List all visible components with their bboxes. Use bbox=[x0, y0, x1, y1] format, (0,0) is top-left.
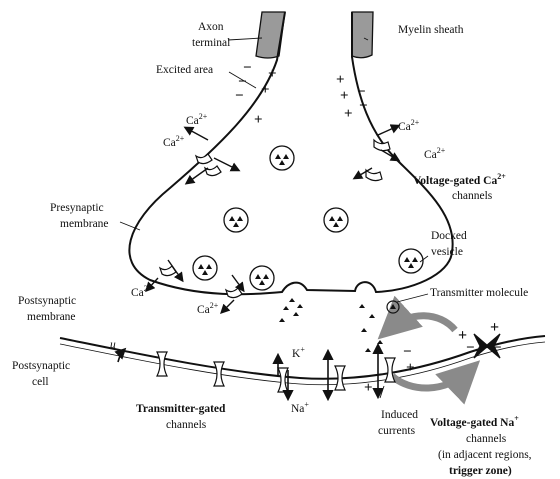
label-ca: Ca2+ bbox=[197, 301, 219, 316]
charges: + + + − − − + + + − − + + − + + − − bbox=[235, 60, 502, 396]
svg-text:−: − bbox=[466, 340, 475, 356]
label-terminal: terminal bbox=[192, 37, 230, 49]
label-voltage-gated-ca-channels: channels bbox=[452, 190, 493, 202]
label-docked-vesicle: vesicle bbox=[431, 246, 463, 258]
label-voltage-gated-ca: Voltage-gated Ca2+ bbox=[413, 172, 506, 187]
svg-text:−: − bbox=[403, 344, 412, 360]
svg-text:+: + bbox=[364, 380, 373, 396]
label-postsynaptic-cell-2: cell bbox=[32, 376, 49, 388]
svg-text:+: + bbox=[261, 82, 270, 98]
svg-text:+: + bbox=[336, 72, 345, 88]
label-ca: Ca2+ bbox=[424, 146, 446, 161]
label-k: K+ bbox=[292, 345, 305, 360]
transmitter-molecules bbox=[279, 298, 383, 352]
label-u: u bbox=[110, 339, 116, 351]
label-presynaptic-membrane: membrane bbox=[60, 218, 109, 230]
svg-text:+: + bbox=[254, 112, 263, 128]
label-ca: Ca2+ bbox=[131, 284, 153, 299]
label-na: Na+ bbox=[291, 400, 309, 415]
label-ca: Ca2+ bbox=[163, 134, 185, 149]
svg-text:+: + bbox=[268, 66, 277, 82]
label-voltage-gated-na: Voltage-gated Na+ bbox=[430, 414, 519, 429]
label-postsynaptic-membrane: membrane bbox=[27, 311, 76, 323]
label-induced: Induced bbox=[381, 409, 418, 421]
label-postsynaptic-cell: Postsynaptic bbox=[12, 360, 70, 372]
label-ca: Ca2+ bbox=[186, 112, 208, 127]
transmitter-gated-channel bbox=[157, 352, 395, 392]
svg-text:+: + bbox=[490, 319, 499, 336]
svg-text:+: + bbox=[406, 360, 415, 376]
label-transmitter-gated: Transmitter-gated bbox=[136, 403, 226, 415]
label-axon: Axon bbox=[198, 21, 224, 33]
label-transmitter-molecule: Transmitter molecule bbox=[430, 287, 528, 299]
myelin-right bbox=[352, 12, 373, 58]
label-excited-area: Excited area bbox=[156, 64, 213, 76]
label-transmitter-gated-channels: channels bbox=[166, 419, 207, 431]
vesicle-contents bbox=[198, 154, 418, 285]
svg-text:−: − bbox=[493, 340, 502, 356]
label-presynaptic: Presynaptic bbox=[50, 202, 104, 214]
svg-text:−: − bbox=[359, 98, 368, 114]
vesicle bbox=[193, 146, 423, 290]
svg-text:−: − bbox=[235, 88, 244, 104]
induced-current-arrow-bottom bbox=[392, 370, 470, 388]
label-docked: Docked bbox=[431, 230, 467, 242]
svg-text:+: + bbox=[344, 106, 353, 122]
label-myelin-sheath: Myelin sheath bbox=[398, 24, 464, 36]
label-adjacent-regions: (in adjacent regions, bbox=[438, 449, 532, 461]
label-trigger-zone: trigger zone) bbox=[449, 465, 512, 477]
label-ca: Ca2+ bbox=[398, 118, 420, 133]
label-induced-currents: currents bbox=[378, 425, 416, 437]
label-voltage-gated-na-channels: channels bbox=[466, 433, 507, 445]
svg-text:+: + bbox=[340, 88, 349, 104]
label-postsynaptic: Postsynaptic bbox=[18, 295, 76, 307]
induced-current-arrow-top bbox=[388, 316, 455, 330]
